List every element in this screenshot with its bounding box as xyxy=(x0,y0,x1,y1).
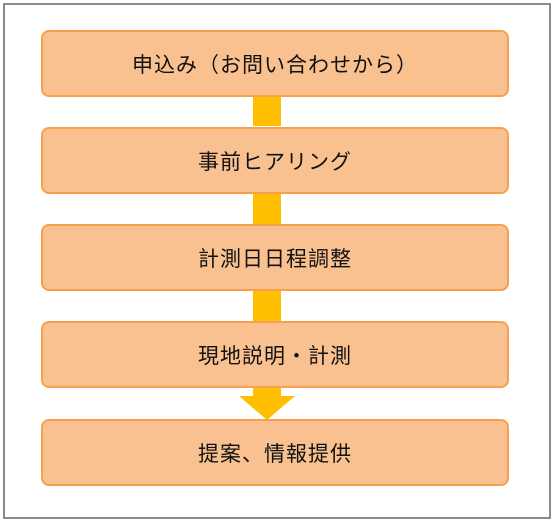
connector-2-3 xyxy=(253,193,281,224)
arrowhead-down xyxy=(239,396,295,420)
step-3-schedule-adjustment: 計測日日程調整 xyxy=(41,224,509,291)
step-5-proposal-information: 提案、情報提供 xyxy=(41,419,509,486)
connector-1-2 xyxy=(253,96,281,126)
step-1-application: 申込み（お問い合わせから） xyxy=(41,30,509,97)
connector-3-4 xyxy=(253,290,281,321)
step-4-onsite-explanation-measurement: 現地説明・計測 xyxy=(41,321,509,388)
step-2-prior-hearing: 事前ヒアリング xyxy=(41,127,509,194)
connector-4-5-shaft xyxy=(253,387,281,397)
